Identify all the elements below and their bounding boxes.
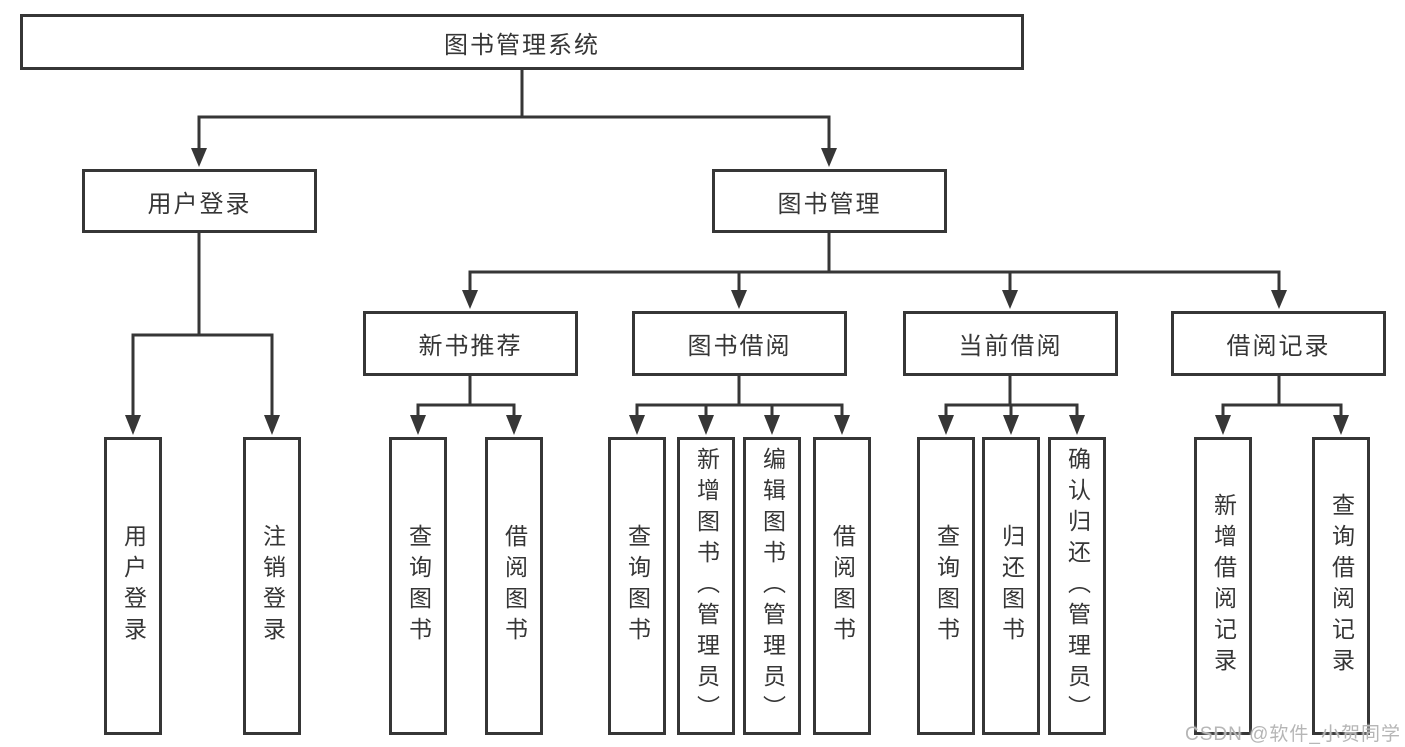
leaf-borrow-books-recommend-label: 借阅图书 — [501, 524, 528, 648]
node-book-management-label: 图书管理 — [777, 190, 882, 218]
node-current-borrow: 当前借阅 — [903, 311, 1118, 376]
node-current-borrow-label: 当前借阅 — [958, 333, 1063, 360]
leaf-user-login-label: 用户登录 — [120, 524, 147, 648]
leaf-add-book-admin-label: 新增图书（管理员） — [693, 446, 720, 726]
leaf-user-login: 用户登录 — [104, 437, 162, 735]
leaf-borrow-books-recommend: 借阅图书 — [485, 437, 543, 735]
node-borrow-records: 借阅记录 — [1171, 311, 1386, 376]
node-borrow-records-label: 借阅记录 — [1226, 333, 1331, 360]
node-new-book-recommend: 新书推荐 — [363, 311, 578, 376]
leaf-add-borrow-record: 新增借阅记录 — [1194, 437, 1252, 735]
leaf-add-book-admin: 新增图书（管理员） — [677, 437, 735, 735]
leaf-query-books-current: 查询图书 — [917, 437, 975, 735]
leaf-add-borrow-record-label: 新增借阅记录 — [1210, 493, 1237, 679]
node-book-borrow: 图书借阅 — [632, 311, 847, 376]
node-new-book-recommend-label: 新书推荐 — [418, 333, 523, 360]
node-root: 图书管理系统 — [20, 14, 1024, 70]
node-book-management: 图书管理 — [712, 169, 947, 233]
leaf-edit-book-admin-label: 编辑图书（管理员） — [759, 446, 786, 726]
leaf-query-borrow-record: 查询借阅记录 — [1312, 437, 1370, 735]
leaf-logout: 注销登录 — [243, 437, 301, 735]
leaf-borrow-books-label: 借阅图书 — [829, 524, 856, 648]
leaf-logout-label: 注销登录 — [259, 524, 286, 648]
node-user-login: 用户登录 — [82, 169, 317, 233]
leaf-query-books-recommend: 查询图书 — [389, 437, 447, 735]
leaf-confirm-return-admin-label: 确认归还（管理员） — [1064, 446, 1091, 726]
leaf-query-books-recommend-label: 查询图书 — [405, 524, 432, 648]
leaf-edit-book-admin: 编辑图书（管理员） — [743, 437, 801, 735]
csdn-watermark: CSDN @软件_小贺同学 — [1185, 724, 1401, 745]
leaf-borrow-books: 借阅图书 — [813, 437, 871, 735]
leaf-return-books-label: 归还图书 — [998, 524, 1025, 648]
leaf-query-books-current-label: 查询图书 — [933, 524, 960, 648]
leaf-query-borrow-record-label: 查询借阅记录 — [1328, 493, 1355, 679]
node-root-label: 图书管理系统 — [444, 31, 600, 59]
node-book-borrow-label: 图书借阅 — [687, 333, 792, 360]
leaf-query-books-borrow-label: 查询图书 — [624, 524, 651, 648]
leaf-query-books-borrow: 查询图书 — [608, 437, 666, 735]
leaf-confirm-return-admin: 确认归还（管理员） — [1048, 437, 1106, 735]
leaf-return-books: 归还图书 — [982, 437, 1040, 735]
node-user-login-label: 用户登录 — [147, 190, 252, 218]
